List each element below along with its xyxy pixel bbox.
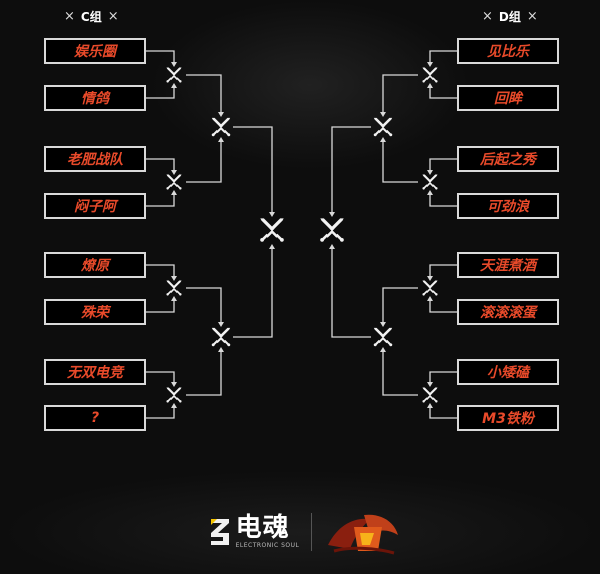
cross-icon: × — [107, 8, 119, 24]
team-box-d6: 滚滚滚蛋 — [457, 299, 559, 325]
team-box-c6: 殊荣 — [44, 299, 146, 325]
game-logo-graphic — [328, 514, 399, 555]
crossed-swords-icon — [210, 116, 232, 138]
group-header-c: × C组 × — [64, 6, 119, 26]
crossed-swords-icon — [421, 386, 439, 404]
group-label-c: C组 — [80, 9, 102, 24]
group-header-d: × D组 × — [482, 6, 538, 26]
crossed-swords-icon — [165, 173, 183, 191]
team-box-d4: 可劲浪 — [457, 193, 559, 219]
team-box-c8: ? — [44, 405, 146, 431]
crossed-swords-icon — [165, 66, 183, 84]
team-box-c1: 娱乐圈 — [44, 38, 146, 64]
team-box-d8: M3铁粉 — [457, 405, 559, 431]
crossed-swords-icon — [210, 326, 232, 348]
cross-icon: × — [482, 8, 493, 24]
crossed-swords-icon — [421, 173, 439, 191]
branding-footer: 电魂 ELECTRONIC SOUL — [190, 506, 420, 558]
team-box-c5: 燎原 — [44, 252, 146, 278]
team-box-d1: 见比乐 — [457, 38, 559, 64]
crossed-swords-icon — [258, 216, 286, 244]
game-logo — [324, 507, 402, 557]
crossed-swords-icon — [421, 279, 439, 297]
brand-subtitle: ELECTRONIC SOUL — [235, 542, 300, 549]
crossed-swords-icon — [372, 116, 394, 138]
team-box-d2: 回眸 — [457, 85, 559, 111]
crossed-swords-icon — [372, 326, 394, 348]
cross-icon: × — [526, 8, 538, 24]
brand-name: 电魂 — [235, 513, 290, 543]
team-box-d3: 后起之秀 — [457, 146, 559, 172]
background-bottom-glow — [0, 470, 600, 574]
lightning-icon — [210, 519, 229, 545]
group-label-d: D组 — [498, 9, 521, 24]
team-box-c4: 闷子阿 — [44, 193, 146, 219]
electronic-soul-logo: 电魂 ELECTRONIC SOUL — [208, 515, 300, 549]
crossed-swords-icon — [165, 386, 183, 404]
team-box-c3: 老肥战队 — [44, 146, 146, 172]
team-box-d5: 天涯煮酒 — [457, 252, 559, 278]
crossed-swords-icon — [421, 66, 439, 84]
background-glow — [150, 0, 470, 170]
crossed-swords-icon — [318, 216, 346, 244]
team-box-c7: 无双电竞 — [44, 359, 146, 385]
team-box-d7: 小矮磕 — [457, 359, 559, 385]
team-box-c2: 情鸽 — [44, 85, 146, 111]
crossed-swords-icon — [165, 279, 183, 297]
logo-divider — [311, 513, 313, 551]
cross-icon: × — [64, 8, 75, 24]
